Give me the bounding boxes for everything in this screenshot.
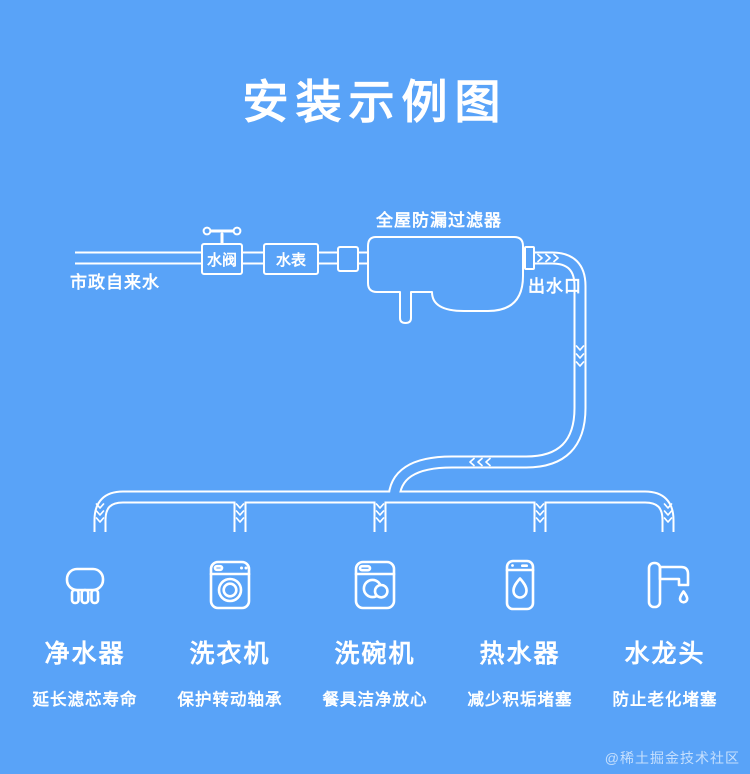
source-label: 市政自来水 <box>70 272 160 292</box>
page-title: 安装示例图 <box>242 76 508 128</box>
appliance-name: 热水器 <box>479 640 561 668</box>
water-purifier-icon <box>57 556 113 614</box>
appliance-caption: 餐具洁净放心 <box>322 691 428 709</box>
appliance-name: 洗衣机 <box>189 640 271 668</box>
appliance-caption: 防止老化堵塞 <box>612 691 718 709</box>
appliance-name: 净水器 <box>44 640 126 668</box>
valve-label: 水阀 <box>207 251 237 269</box>
valve-box <box>201 243 243 275</box>
appliance-name: 水龙头 <box>624 640 706 668</box>
filter-body <box>367 236 524 324</box>
washing-machine-icon <box>202 556 258 614</box>
appliance-caption: 延长滤芯寿命 <box>32 691 138 709</box>
faucet-icon <box>637 556 693 614</box>
appliance-name: 洗碗机 <box>334 640 416 668</box>
pipe-fitting <box>337 246 359 272</box>
pipe-diagram: 市政自来水 水阀 水表 全屋防漏过滤器 出水口 <box>70 210 675 532</box>
appliance-item: 洗碗机 餐具洁净放心 <box>304 556 446 710</box>
appliance-item: 洗衣机 保护转动轴承 <box>159 556 301 710</box>
watermark: @稀土掘金技术社区 <box>604 750 740 766</box>
appliance-item: 净水器 延长滤芯寿命 <box>14 556 156 710</box>
appliance-caption: 减少积垢堵塞 <box>467 691 573 709</box>
meter-label: 水表 <box>276 251 307 269</box>
appliance-caption: 保护转动轴承 <box>177 691 283 709</box>
filter-label: 全屋防漏过滤器 <box>375 210 502 230</box>
outlet-label: 出水口 <box>528 276 582 296</box>
dishwasher-icon <box>347 556 403 614</box>
water-heater-icon <box>492 556 548 614</box>
appliance-row: 净水器 延长滤芯寿命 洗衣机 保护转动轴承 <box>14 556 736 710</box>
flow-arrow-icons <box>95 253 673 523</box>
outlet-flange <box>524 246 535 270</box>
meter-box <box>263 243 319 275</box>
appliance-item: 热水器 减少积垢堵塞 <box>449 556 591 710</box>
appliance-item: 水龙头 防止老化堵塞 <box>594 556 736 710</box>
